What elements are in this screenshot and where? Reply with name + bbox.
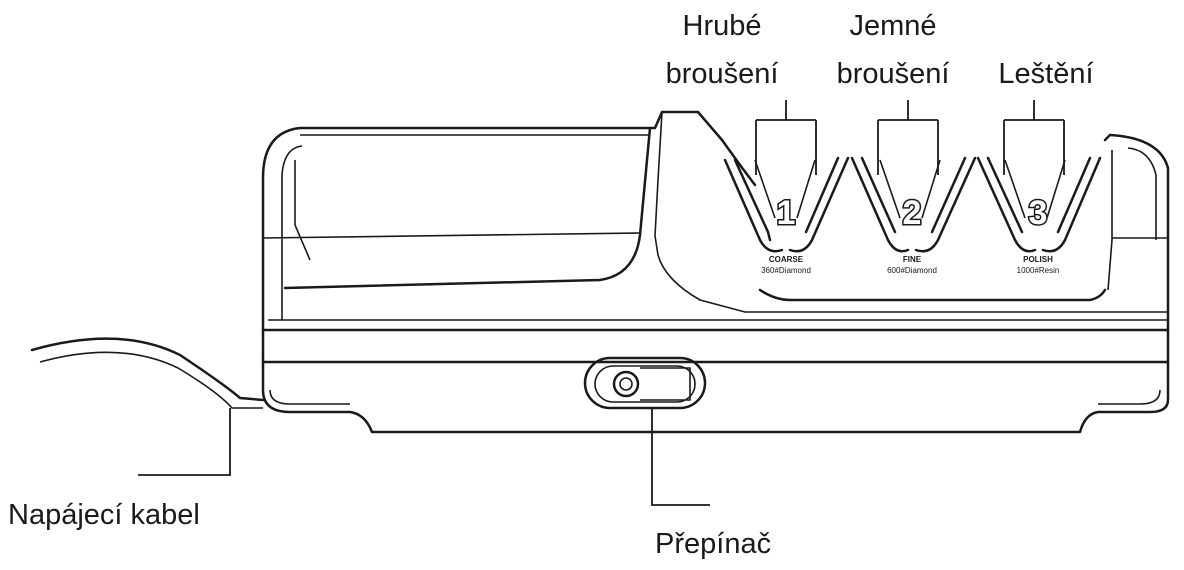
slot-1: 1 COARSE 360#Diamond xyxy=(723,156,850,275)
slot-2: 2 FINE 600#Diamond xyxy=(850,156,977,275)
slot-1-spec: 360#Diamond xyxy=(761,266,811,275)
slot-1-name: COARSE xyxy=(769,255,804,264)
callout-leaders xyxy=(138,100,1065,506)
slot-3-spec: 1000#Resin xyxy=(1017,266,1060,275)
slot-2-number: 2 xyxy=(903,194,922,232)
slot-3: 3 POLISH 1000#Resin xyxy=(976,156,1102,275)
slot-2-spec: 600#Diamond xyxy=(887,266,937,275)
slot-3-name: POLISH xyxy=(1023,255,1053,264)
slot-1-number: 1 xyxy=(777,194,796,232)
label-switch: Přepínač xyxy=(655,528,771,560)
label-fine-line2: broušení xyxy=(837,58,950,90)
label-cable: Napájecí kabel xyxy=(8,499,200,531)
power-switch xyxy=(583,356,707,410)
slot-2-name: FINE xyxy=(903,255,922,264)
label-polish: Leštění xyxy=(998,58,1093,90)
label-coarse-line1: Hrubé xyxy=(683,10,762,42)
power-cable xyxy=(30,337,265,409)
label-coarse-line2: broušení xyxy=(666,58,779,90)
labels: Hrubé broušení Jemné broušení Leštění Na… xyxy=(8,10,1094,560)
label-fine-line1: Jemné xyxy=(849,10,936,42)
slot-3-number: 3 xyxy=(1029,194,1048,232)
sharpener-body xyxy=(261,110,1170,434)
